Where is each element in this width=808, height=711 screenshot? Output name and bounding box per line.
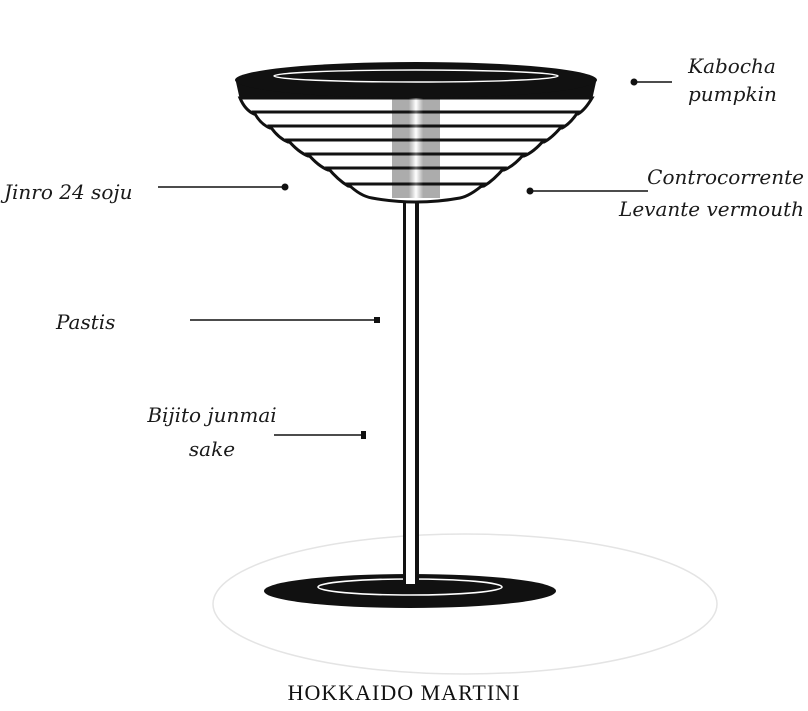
leader-pastis xyxy=(190,317,380,323)
drink-title: HOKKAIDO MARTINI xyxy=(0,680,808,706)
label-kabocha-line2: pumpkin xyxy=(688,80,776,108)
label-kabocha-line1: Kabocha xyxy=(688,52,776,80)
label-soju-text: Jinro 24 soju xyxy=(4,180,132,204)
label-vermouth: Controcorrente Levante vermouth xyxy=(610,163,804,223)
label-bijito-sake: Bijito junmai sake xyxy=(140,401,284,463)
leader-soju xyxy=(158,184,289,191)
label-kabocha-pumpkin: Kabocha pumpkin xyxy=(688,52,776,108)
label-pastis-text: Pastis xyxy=(56,310,115,334)
leader-sake xyxy=(274,431,366,439)
label-vermouth-line1: Controcorrente xyxy=(610,163,804,191)
label-vermouth-line2: Levante vermouth xyxy=(610,195,804,223)
glass-bowl xyxy=(235,62,597,202)
leader-kabocha xyxy=(631,79,673,86)
glass-stem xyxy=(403,198,419,590)
label-pastis: Pastis xyxy=(56,308,115,336)
label-jinro-soju: Jinro 24 soju xyxy=(4,178,132,206)
label-sake-line1: Bijito junmai xyxy=(140,401,284,429)
label-sake-line2: sake xyxy=(140,435,284,463)
